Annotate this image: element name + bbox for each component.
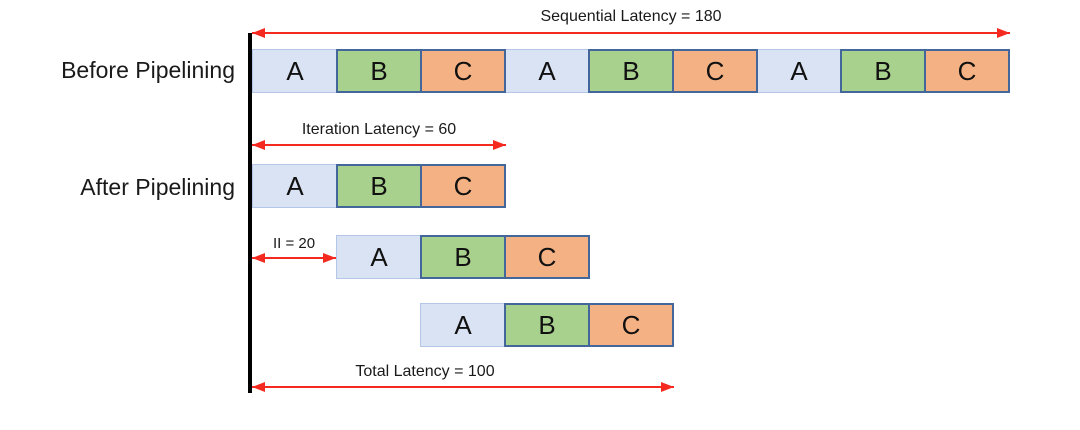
- time-axis-line: [248, 33, 252, 393]
- stage-box-b: B: [504, 303, 590, 347]
- stage-box-a: A: [252, 49, 338, 93]
- stage-box-c: C: [672, 49, 758, 93]
- stage-box-c: C: [420, 49, 506, 93]
- initiation-interval-arrow: [252, 253, 336, 263]
- stage-box-b: B: [336, 49, 422, 93]
- stage-box-c: C: [588, 303, 674, 347]
- stage-box-a: A: [504, 49, 590, 93]
- stage-box-c: C: [420, 164, 506, 208]
- total-latency-arrow: [252, 382, 674, 392]
- stage-box-b: B: [336, 164, 422, 208]
- total-latency-label: Total Latency = 100: [355, 363, 495, 380]
- stage-box-b: B: [840, 49, 926, 93]
- iteration-latency-arrow: [252, 140, 506, 150]
- stage-box-c: C: [504, 235, 590, 279]
- stage-box-a: A: [420, 303, 506, 347]
- sequential-latency-arrow: [252, 28, 1010, 38]
- stage-box-a: A: [756, 49, 842, 93]
- sequential-latency-label: Sequential Latency = 180: [540, 8, 722, 25]
- stage-box-b: B: [420, 235, 506, 279]
- after-pipelining-label: After Pipelining: [80, 174, 235, 200]
- stage-box-a: A: [252, 164, 338, 208]
- stage-box-b: B: [588, 49, 674, 93]
- iteration-latency-label: Iteration Latency = 60: [301, 121, 457, 138]
- stage-box-a: A: [336, 235, 422, 279]
- initiation-interval-label: II = 20: [272, 235, 316, 252]
- before-pipelining-label: Before Pipelining: [61, 57, 235, 83]
- stage-box-c: C: [924, 49, 1010, 93]
